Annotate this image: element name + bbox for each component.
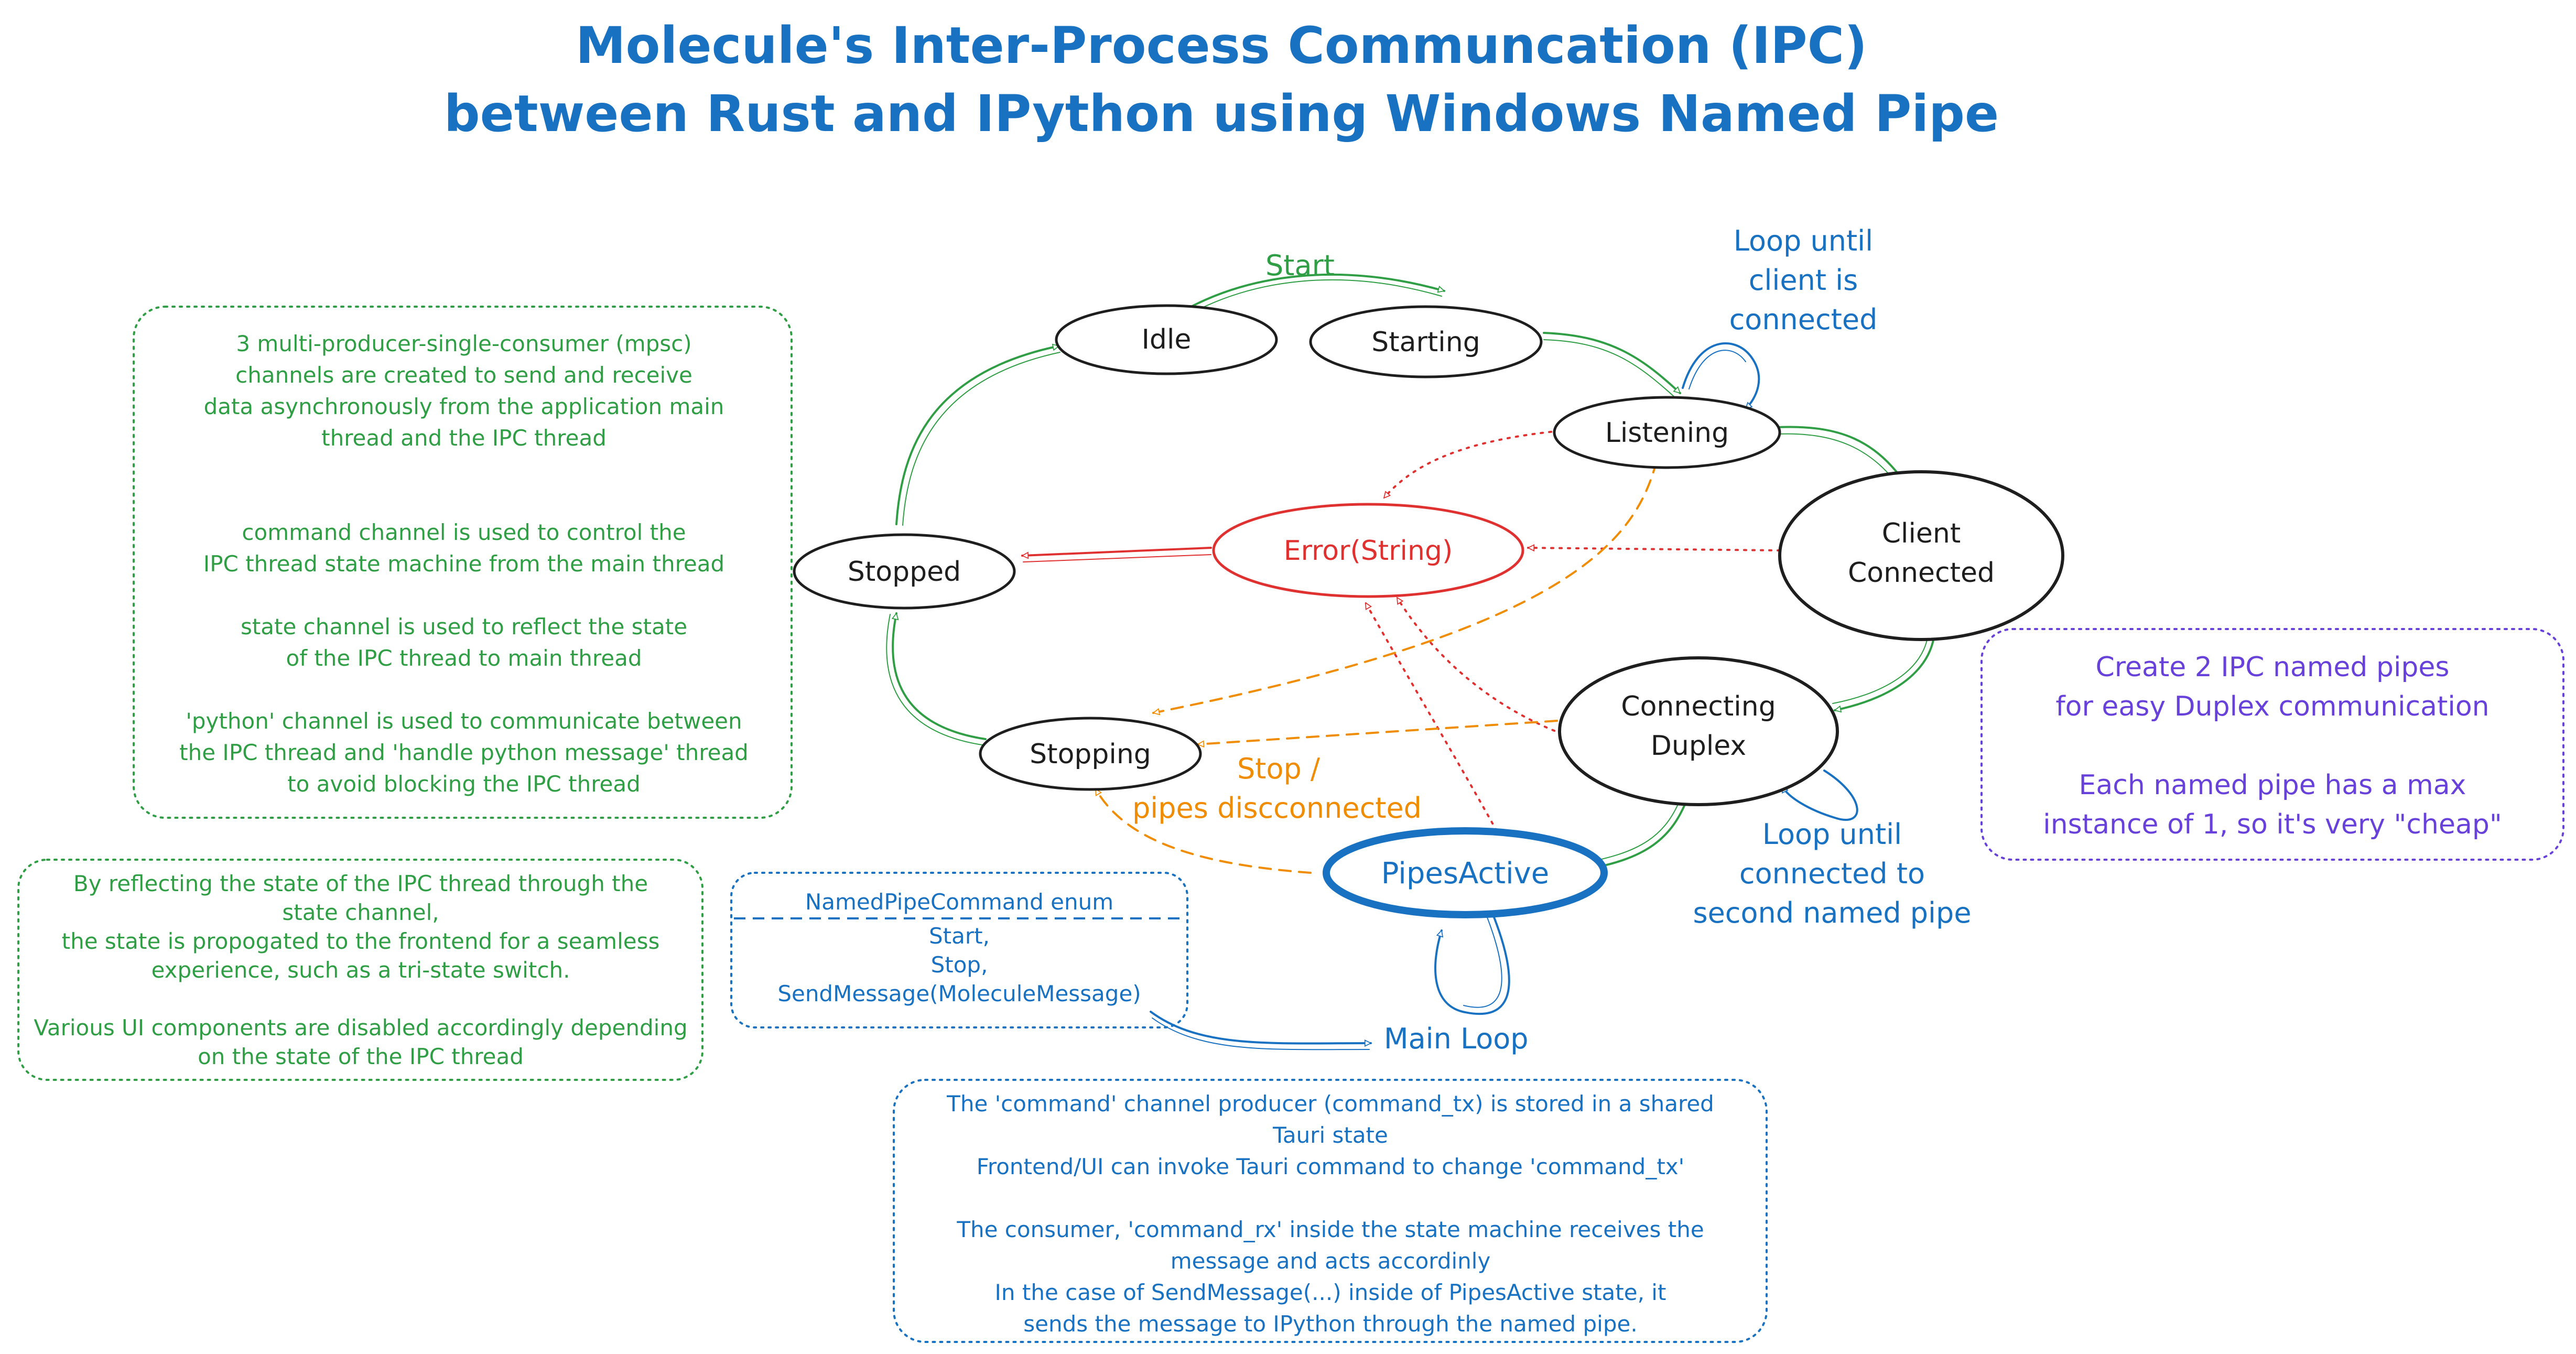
note-mpsc-line: IPC thread state machine from the main t…	[203, 551, 724, 577]
note-command-line: The consumer, 'command_rx' inside the st…	[956, 1217, 1704, 1242]
note-mpsc-line: to avoid blocking the IPC thread	[287, 771, 641, 797]
edge-label-loop-listening-1: Loop until	[1734, 224, 1873, 257]
state-client-connected-label-2: Connected	[1848, 557, 1995, 589]
enum-item: Start,	[929, 923, 990, 949]
note-mpsc-line: command channel is used to control the	[242, 519, 686, 545]
state-idle: Idle	[1055, 304, 1278, 375]
state-stopping-label: Stopping	[1030, 739, 1151, 770]
state-client-connected-label-1: Client	[1882, 518, 1961, 549]
edge-label-loop-listening-2: client is	[1749, 264, 1858, 297]
state-idle-label: Idle	[1142, 324, 1192, 355]
note-frontend-line: By reflecting the state of the IPC threa…	[73, 871, 648, 896]
state-connecting-duplex: Connecting Duplex	[1558, 656, 1839, 806]
edge-label-main-loop: Main Loop	[1384, 1022, 1529, 1055]
note-command-box	[893, 1079, 1768, 1343]
note-mpsc-line: of the IPC thread to main thread	[286, 645, 642, 671]
note-frontend-line: experience, such as a tri-state switch.	[151, 957, 570, 983]
note-command-line: Tauri state	[1272, 1122, 1388, 1148]
green-transitions	[886, 273, 1936, 870]
edge-label-stop-1: Stop /	[1237, 752, 1321, 785]
note-command-line: message and acts accordinly	[1171, 1248, 1491, 1274]
edge-label-stop-2: pipes discconnected	[1132, 792, 1422, 825]
note-command-line: sends the message to IPython through the…	[1023, 1311, 1637, 1337]
note-mpsc-line: 3 multi-producer-single-consumer (mpsc)	[236, 331, 691, 356]
note-mpsc-line: channels are created to send and receive	[235, 362, 692, 388]
edge-label-loop-duplex-1: Loop until	[1762, 818, 1902, 851]
note-frontend-line: the state is propogated to the frontend …	[62, 928, 660, 954]
note-mpsc-line: 'python' channel is used to communicate …	[186, 708, 742, 734]
note-frontend-line: on the state of the IPC thread	[198, 1044, 524, 1069]
diagram-title-line-2: between Rust and IPython using Windows N…	[444, 84, 1999, 143]
note-enum: NamedPipeCommand enum Start, Stop, SendM…	[734, 889, 1185, 1006]
note-enum-box	[730, 872, 1188, 1028]
state-stopping: Stopping	[979, 717, 1202, 791]
note-mpsc-line: thread and the IPC thread	[321, 425, 607, 451]
state-stopped: Stopped	[793, 533, 1016, 610]
note-frontend-line: Various UI components are disabled accor…	[34, 1015, 687, 1041]
state-connecting-duplex-label-2: Duplex	[1651, 730, 1746, 762]
note-mpsc-line: the IPC thread and 'handle python messag…	[179, 740, 749, 765]
note-mpsc-line: data asynchronously from the application…	[204, 394, 724, 419]
blue-loops	[1150, 342, 1858, 1050]
note-mpsc-text: 3 multi-producer-single-consumer (mpsc) …	[179, 331, 749, 797]
edge-label-loop-duplex-3: second named pipe	[1693, 896, 1971, 929]
note-frontend-line: state channel,	[282, 900, 439, 925]
note-pipes-line: Create 2 IPC named pipes	[2095, 652, 2449, 683]
state-listening: Listening	[1553, 396, 1781, 469]
note-command-line: Frontend/UI can invoke Tauri command to …	[977, 1154, 1684, 1179]
note-pipes-line: Each named pipe has a max	[2079, 770, 2466, 801]
note-pipes-line: instance of 1, so it's very "cheap"	[2043, 809, 2502, 840]
state-connecting-duplex-label-1: Connecting	[1621, 691, 1776, 722]
edge-label-loop-listening: Loop until client is connected	[1729, 224, 1878, 336]
note-command-text: The 'command' channel producer (command_…	[946, 1091, 1714, 1337]
enum-item: Stop,	[931, 952, 988, 978]
state-client-connected: Client Connected	[1778, 470, 2064, 641]
note-command-line: In the case of SendMessage(...) inside o…	[995, 1280, 1666, 1305]
edge-label-loop-duplex-2: connected to	[1739, 857, 1925, 890]
note-frontend-box	[17, 859, 703, 1081]
note-command-line: The 'command' channel producer (command_…	[946, 1091, 1714, 1117]
orange-transitions	[1095, 460, 1658, 874]
enum-title: NamedPipeCommand enum	[805, 889, 1113, 915]
red-transitions	[1021, 430, 1781, 832]
edge-label-stop: Stop / pipes discconnected	[1132, 752, 1422, 825]
state-listening-label: Listening	[1605, 417, 1729, 449]
edge-label-loop-duplex: Loop until connected to second named pip…	[1693, 818, 1971, 929]
enum-item: SendMessage(MoleculeMessage)	[777, 981, 1141, 1006]
state-pipes-active-label: PipesActive	[1381, 857, 1550, 891]
state-starting: Starting	[1309, 305, 1543, 378]
note-frontend-text: By reflecting the state of the IPC threa…	[34, 871, 687, 1069]
note-pipes-box	[1980, 628, 2564, 861]
note-pipes-line: for easy Duplex communication	[2055, 691, 2489, 722]
state-error-label: Error(String)	[1284, 535, 1453, 567]
state-error: Error(String)	[1212, 503, 1524, 598]
note-mpsc-line: state channel is used to reflect the sta…	[241, 614, 687, 640]
state-stopped-label: Stopped	[848, 556, 961, 588]
note-pipes-text: Create 2 IPC named pipes for easy Duplex…	[2043, 652, 2502, 840]
diagram-title-line-1: Molecule's Inter-Process Communcation (I…	[576, 16, 1867, 75]
edge-label-start: Start	[1265, 249, 1335, 282]
state-pipes-active: PipesActive	[1323, 827, 1608, 918]
note-mpsc-box	[133, 306, 793, 819]
edge-label-loop-listening-3: connected	[1729, 303, 1878, 336]
state-starting-label: Starting	[1371, 327, 1480, 358]
